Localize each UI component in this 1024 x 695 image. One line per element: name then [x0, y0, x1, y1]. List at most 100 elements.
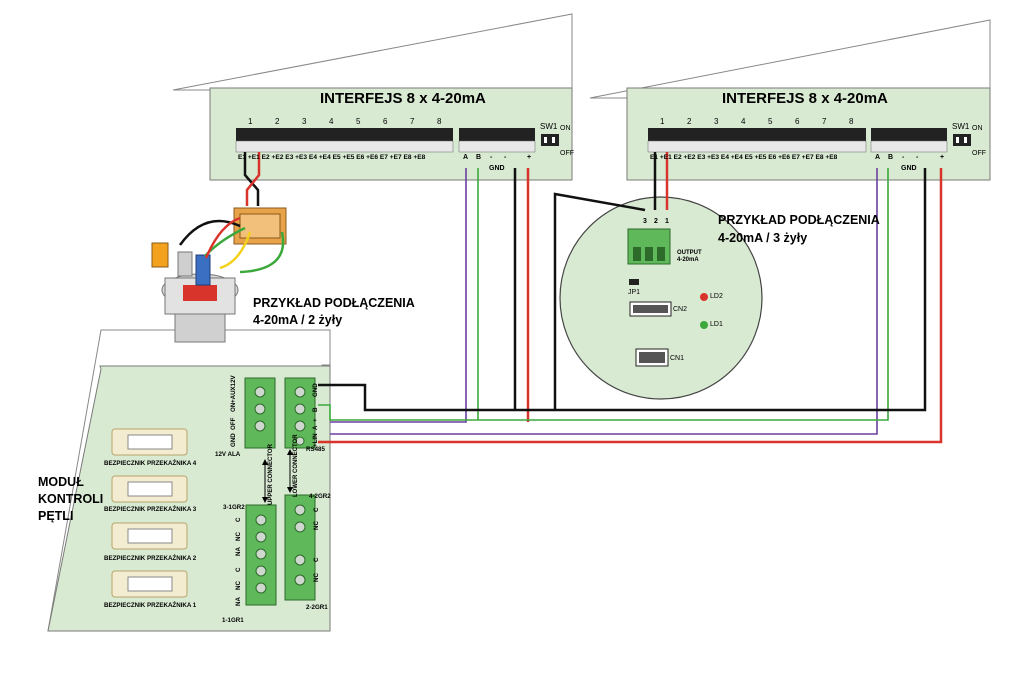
interface-left-title: INTERFEJS 8 x 4-20mA — [320, 90, 486, 107]
relay-right-pin-nc1: NC — [313, 521, 320, 530]
interface-left-gnd: GND — [489, 165, 505, 172]
relay-left-pin-c1: C — [235, 517, 242, 522]
label-plus: + — [312, 418, 319, 422]
wire-left-e1-red — [245, 152, 261, 206]
transmitter-2wire — [151, 207, 287, 343]
interface-right-bus-minus1: - — [902, 154, 905, 161]
interface-left-channel-7: 7 — [410, 117, 415, 126]
interface-left-channel-5: 5 — [356, 117, 361, 126]
relay-left-pin-nc1: NC — [235, 532, 242, 541]
module-title-line2: KONTROLI — [38, 492, 104, 506]
wire-right-plus-red — [318, 168, 943, 444]
label-12v-ala: 12V ALA — [215, 451, 241, 458]
interface-left-bus-minus2: - — [504, 154, 507, 161]
interface-left-bus-b: B — [476, 154, 482, 161]
sensor-ld1: LD1 — [710, 321, 723, 328]
interface-left-terminal-labels: E1 +E1 E2 +E2 E3 +E3 E4 +E4 E5 +E5 E6 +E… — [238, 154, 426, 161]
interface-left-channel-1: 1 — [248, 117, 253, 126]
fuse-3 — [111, 475, 188, 503]
module-title-line1: MODUŁ — [38, 475, 84, 489]
wire-right-b-green — [318, 168, 889, 421]
sensor-pin-1: 1 — [665, 218, 669, 225]
wire-sensor-gnd — [553, 192, 646, 410]
interface-board-right — [589, 19, 991, 181]
wire-right-a-purple — [330, 168, 878, 435]
fuse-4-label: BEZPIECZNIK PRZEKAŹNIKA 4 — [104, 460, 197, 467]
led-ld1 — [700, 321, 708, 329]
example-2wire-line1: PRZYKŁAD PODŁĄCZENIA — [253, 296, 415, 310]
label-relay-2-2gr1: 2-2GR1 — [306, 604, 328, 611]
sensor-pin-2: 2 — [654, 218, 658, 225]
interface-right-gnd: GND — [901, 165, 917, 172]
interface-right-bus-b: B — [888, 154, 894, 161]
fuse-3-label: BEZPIECZNIK PRZEKAŹNIKA 3 — [104, 506, 197, 513]
label-upper-connector: UPPER CONNECTOR — [268, 444, 274, 505]
label-gnd-left: GND — [230, 433, 237, 447]
interface-left-channel-8: 8 — [437, 117, 442, 126]
interface-left-channel-3: 3 — [302, 117, 307, 126]
interface-left-sw-off: OFF — [560, 150, 574, 157]
interface-left-channel-2: 2 — [275, 117, 280, 126]
fuse-2 — [111, 522, 188, 550]
label-relay-1-1gr1: 1-1GR1 — [222, 617, 244, 624]
interface-right-title: INTERFEJS 8 x 4-20mA — [722, 90, 888, 107]
fuse-1-label: BEZPIECZNIK PRZEKAŹNIKA 1 — [104, 602, 197, 609]
interface-left-bus-plus: + — [527, 154, 532, 161]
relay-left-pin-na1: NA — [235, 547, 242, 556]
interface-right-channel-8: 8 — [849, 117, 854, 126]
fuse-2-label: BEZPIECZNIK PRZEKAŹNIKA 2 — [104, 555, 197, 562]
relay-left-pin-nc2: NC — [235, 581, 242, 590]
label-gnd-right: GND — [312, 383, 319, 397]
sensor-output-label: OUTPUT — [677, 250, 702, 256]
interface-right-sw-on: ON — [972, 125, 983, 132]
example-3wire-line2: 4-20mA / 3 żyły — [718, 231, 808, 245]
interface-right-channel-7: 7 — [822, 117, 827, 126]
relay-right-pin-c2: C — [313, 557, 320, 562]
label-a: A — [312, 425, 319, 430]
interface-left-sw-on: ON — [560, 125, 571, 132]
sensor-ld2: LD2 — [710, 293, 723, 300]
interface-left-bus-a: A — [463, 154, 469, 161]
relay-right-pin-nc2: NC — [313, 573, 320, 582]
wire-right-gnd-black — [318, 168, 927, 412]
interface-board-left — [172, 13, 573, 181]
example-2wire-line2: 4-20mA / 2 żyły — [253, 313, 343, 327]
relay-right-pin-c1: C — [313, 507, 320, 512]
interface-right-bus-plus: + — [940, 154, 945, 161]
sensor-cn2: CN2 — [673, 306, 688, 313]
sensor-jp1: JP1 — [628, 289, 641, 296]
label-rs485: RS485 — [306, 446, 325, 453]
interface-right-sw-off: OFF — [972, 150, 986, 157]
label-lower-connector: LOWER CONNECTOR — [293, 434, 299, 497]
interface-right-channel-6: 6 — [795, 117, 800, 126]
label-relay-4-2gr2: 4-2GR2 — [309, 493, 331, 500]
interface-right-sw1: SW1 — [952, 122, 970, 131]
sensor-board — [559, 196, 763, 400]
wires — [243, 152, 943, 444]
label-off: OFF — [230, 417, 237, 430]
example-3wire-line1: PRZYKŁAD PODŁĄCZENIA — [718, 213, 880, 227]
wire-left-a-purple — [330, 168, 467, 423]
interface-left-sw1: SW1 — [540, 122, 558, 131]
fuse-4 — [111, 428, 188, 456]
sensor-cn1: CN1 — [670, 355, 685, 362]
interface-right-channel-1: 1 — [660, 117, 665, 126]
label-b: B — [312, 407, 319, 412]
label-on: ON — [230, 402, 237, 412]
fuse-1 — [111, 570, 188, 598]
interface-right-channel-5: 5 — [768, 117, 773, 126]
led-ld2 — [700, 293, 708, 301]
label-relay-3-1gr2: 3-1GR2 — [223, 504, 245, 511]
interface-right-terminal-labels: E1 +E1 E2 +E2 E3 +E3 E4 +E4 E5 +E5 E6 +E… — [650, 154, 838, 161]
loop-module-board — [47, 329, 331, 632]
interface-right-channel-2: 2 — [687, 117, 692, 126]
interface-right-channel-4: 4 — [741, 117, 746, 126]
interface-left-bus-minus1: - — [490, 154, 493, 161]
sensor-output-range: 4-20mA — [677, 257, 699, 263]
sensor-pin-3: 3 — [643, 218, 647, 225]
interface-left-channel-4: 4 — [329, 117, 334, 126]
interface-left-channel-6: 6 — [383, 117, 388, 126]
label-lin: +LIN — [312, 433, 319, 447]
interface-right-bus-a: A — [875, 154, 881, 161]
